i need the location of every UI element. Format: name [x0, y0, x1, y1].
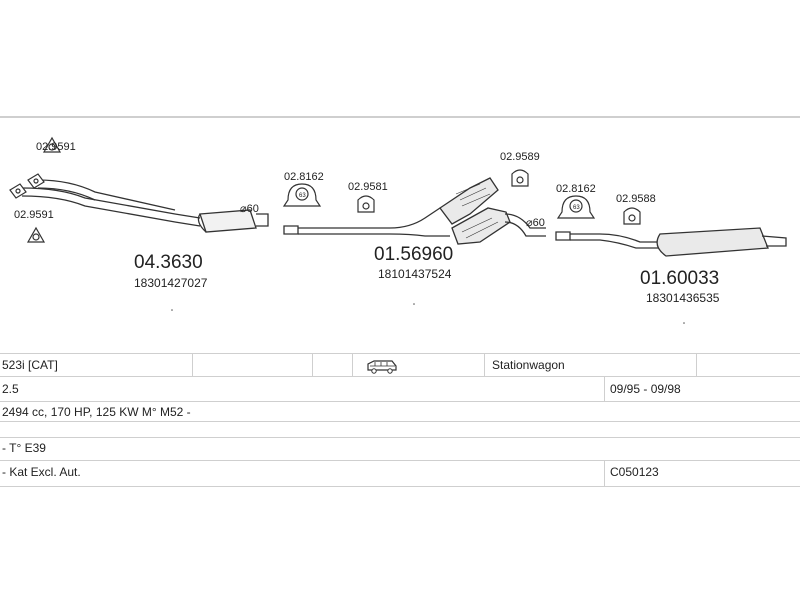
front-pipe — [21, 179, 269, 233]
column-divider — [604, 376, 605, 401]
hanger-code: 63 — [573, 205, 580, 211]
pipe-diameter: ⌀60 — [240, 203, 259, 215]
table-row-divider — [0, 376, 800, 377]
years-cell: 09/95 - 09/98 — [610, 382, 681, 396]
table-row-divider — [0, 460, 800, 461]
exhaust-diagram: 02.9591 02.9591 ⌀60 04.3630 18301427027 … — [9, 136, 787, 324]
chassis-cell: - T° E39 — [2, 441, 46, 455]
clamp-label: 02.8162 — [556, 183, 596, 195]
middle-pipe — [283, 177, 546, 245]
column-divider — [696, 353, 697, 376]
exhaust-clamp-icon — [511, 169, 529, 187]
column-divider — [352, 353, 353, 376]
engine-size-cell: 2.5 — [2, 382, 19, 396]
table-row-divider — [0, 401, 800, 402]
table-border-top — [0, 353, 800, 354]
top-border — [0, 116, 800, 118]
part-number: 01.56960 — [374, 244, 453, 265]
exhaust-clamp-icon — [26, 136, 62, 243]
station-wagon-icon — [367, 360, 397, 374]
model-cell: 523i [CAT] — [2, 358, 58, 372]
clamp-label: 02.9589 — [500, 151, 540, 163]
clamp-label: 02.9581 — [348, 181, 388, 193]
part-number: 01.60033 — [640, 268, 719, 289]
column-divider — [312, 353, 313, 376]
pipe-diameter: ⌀60 — [526, 217, 545, 229]
exhaust-clamp-icon — [623, 207, 641, 225]
table-row-divider — [0, 437, 800, 438]
engine-detail-cell: 2494 cc, 170 HP, 125 KW M° M52 - — [2, 405, 191, 419]
clamp-label: 02.8162 — [284, 171, 324, 183]
rear-pipe — [555, 227, 787, 257]
column-divider — [604, 460, 605, 486]
rubber-hanger-icon — [556, 195, 596, 219]
exhaust-clamp-icon — [357, 195, 375, 213]
hanger-code: 63 — [299, 193, 306, 199]
gasket-front-1 — [9, 173, 45, 199]
notes-cell: - Kat Excl. Aut. — [2, 465, 81, 479]
rubber-hanger-icon — [282, 183, 322, 207]
oem-number: 18301427027 — [134, 276, 208, 290]
clamp-label: 02.9591 — [36, 141, 76, 153]
column-divider — [484, 353, 485, 376]
table-border-bottom — [0, 486, 800, 487]
oem-number: 18101437524 — [378, 267, 452, 281]
part-number: 04.3630 — [134, 252, 203, 273]
table-row-divider — [0, 421, 800, 422]
clamp-label: 02.9591 — [14, 209, 54, 221]
clamp-label: 02.9588 — [616, 193, 656, 205]
body-type-cell: Stationwagon — [492, 358, 565, 372]
column-divider — [192, 353, 193, 376]
oem-number: 18301436535 — [646, 291, 720, 305]
code-cell: C050123 — [610, 465, 659, 479]
